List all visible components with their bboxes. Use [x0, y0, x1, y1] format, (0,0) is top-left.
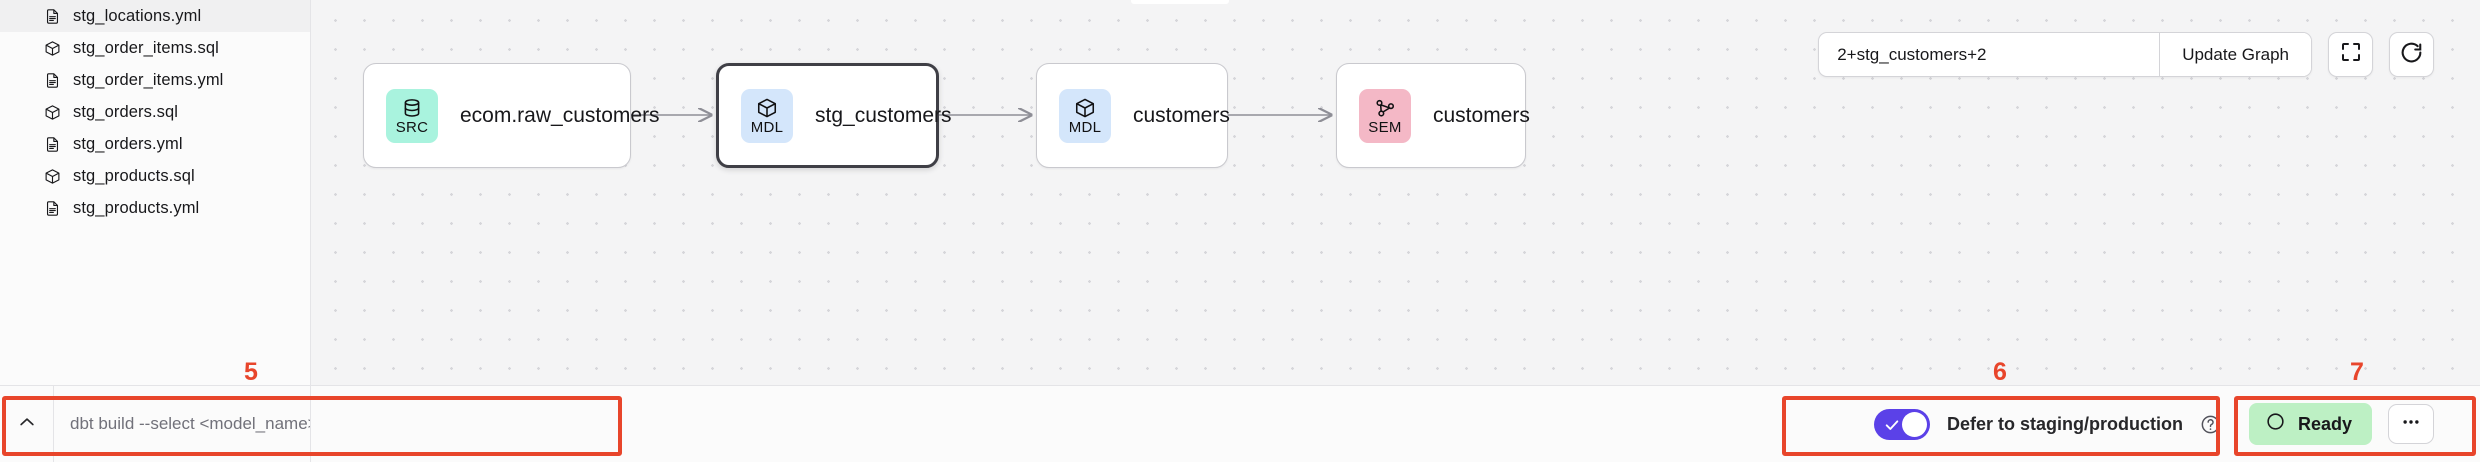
file-tree-item-label: stg_orders.sql [73, 102, 179, 121]
bottom-bar: Defer to staging/production [0, 385, 2480, 462]
yaml-file-icon [44, 72, 61, 89]
edge-layer [631, 0, 2480, 385]
badge-text: MDL [1068, 118, 1102, 136]
graph-node-mdl-stg-customers[interactable]: MDL stg_customers [716, 63, 952, 168]
model-cube-icon [44, 40, 61, 57]
file-tree-item[interactable]: stg_orders.sql [0, 96, 310, 128]
file-tree-item[interactable]: stg_order_items.sql [0, 32, 310, 64]
node-type-badge-src: SRC [386, 88, 438, 143]
graph-toolbar: Update Graph [1818, 32, 2434, 77]
defer-toggle-group: Defer to staging/production [1858, 401, 2237, 448]
node-label: ecom.raw_customers [460, 103, 660, 127]
graph-node-sem-customers[interactable]: SEM customers [1336, 63, 1530, 168]
badge-text: SRC [395, 118, 429, 136]
file-tree-item[interactable]: stg_order_items.yml [0, 64, 310, 96]
node-label: stg_customers [815, 103, 952, 127]
active-tab-indicator [1131, 0, 1229, 4]
model-cube-icon [44, 168, 61, 185]
defer-label: Defer to staging/production [1946, 413, 2183, 434]
command-bar [0, 386, 311, 462]
file-tree-item[interactable]: stg_orders.yml [0, 128, 310, 160]
node-label: customers [1433, 103, 1530, 127]
file-tree-item-label: stg_products.yml [73, 198, 200, 217]
node-selector-input[interactable] [1819, 33, 2160, 76]
graph-node-src-ecom-raw-customers[interactable]: SRC ecom.raw_customers [363, 63, 660, 168]
ellipsis-icon [2400, 411, 2422, 438]
chevron-up-icon [17, 412, 37, 437]
update-graph-button[interactable]: Update Graph [2159, 33, 2311, 76]
file-explorer-sidebar[interactable]: stg_locations.yml stg_order_items.sql st… [0, 0, 311, 385]
file-list: stg_locations.yml stg_order_items.sql st… [0, 0, 310, 224]
file-tree-item-label: stg_order_items.yml [73, 70, 224, 89]
status-bar: Defer to staging/production [311, 386, 2480, 462]
main-area: stg_locations.yml stg_order_items.sql st… [0, 0, 2480, 385]
refresh-icon [2399, 40, 2424, 70]
file-tree-item-label: stg_orders.yml [73, 134, 183, 153]
lineage-graph-canvas[interactable]: Update Graph [311, 0, 2480, 385]
file-tree-item[interactable]: stg_products.sql [0, 160, 310, 192]
file-tree-item-label: stg_products.sql [73, 166, 195, 185]
help-circle-icon[interactable] [2200, 414, 2221, 435]
file-tree-item[interactable]: stg_products.yml [0, 192, 310, 224]
badge-text: MDL [750, 118, 784, 136]
fit-to-screen-icon [2339, 40, 2363, 69]
database-icon [401, 97, 423, 119]
cube-icon [1074, 97, 1096, 119]
command-bar-collapse-button[interactable] [0, 386, 54, 462]
graph-node-mdl-customers[interactable]: MDL customers [1036, 63, 1230, 168]
cube-icon [756, 97, 778, 119]
node-type-badge-mdl: MDL [741, 88, 793, 143]
status-more-button[interactable] [2388, 404, 2434, 444]
node-type-badge-mdl: MDL [1059, 88, 1111, 143]
toggle-knob [1901, 411, 1927, 437]
yaml-file-icon [44, 200, 61, 217]
badge-text: SEM [1368, 118, 1402, 136]
fit-to-screen-button[interactable] [2328, 32, 2373, 77]
file-tree-item[interactable]: stg_locations.yml [0, 0, 310, 32]
node-type-badge-sem: SEM [1359, 88, 1411, 143]
semantic-graph-icon [1374, 97, 1396, 119]
defer-toggle[interactable] [1873, 408, 1930, 440]
yaml-file-icon [44, 136, 61, 153]
file-tree-item-label: stg_locations.yml [73, 6, 202, 25]
refresh-graph-button[interactable] [2389, 32, 2434, 77]
command-input[interactable] [70, 414, 310, 434]
model-cube-icon [44, 104, 61, 121]
status-badge-ready[interactable]: Ready [2248, 403, 2372, 445]
yaml-file-icon [44, 8, 61, 25]
node-label: customers [1133, 103, 1230, 127]
ready-group: Ready [2237, 397, 2444, 451]
status-circle-icon [2265, 411, 2286, 437]
command-input-wrap [54, 386, 310, 462]
status-label: Ready [2297, 413, 2352, 434]
selector-group: Update Graph [1818, 32, 2312, 77]
file-tree-item-label: stg_order_items.sql [73, 38, 219, 57]
check-icon [1884, 417, 1900, 438]
